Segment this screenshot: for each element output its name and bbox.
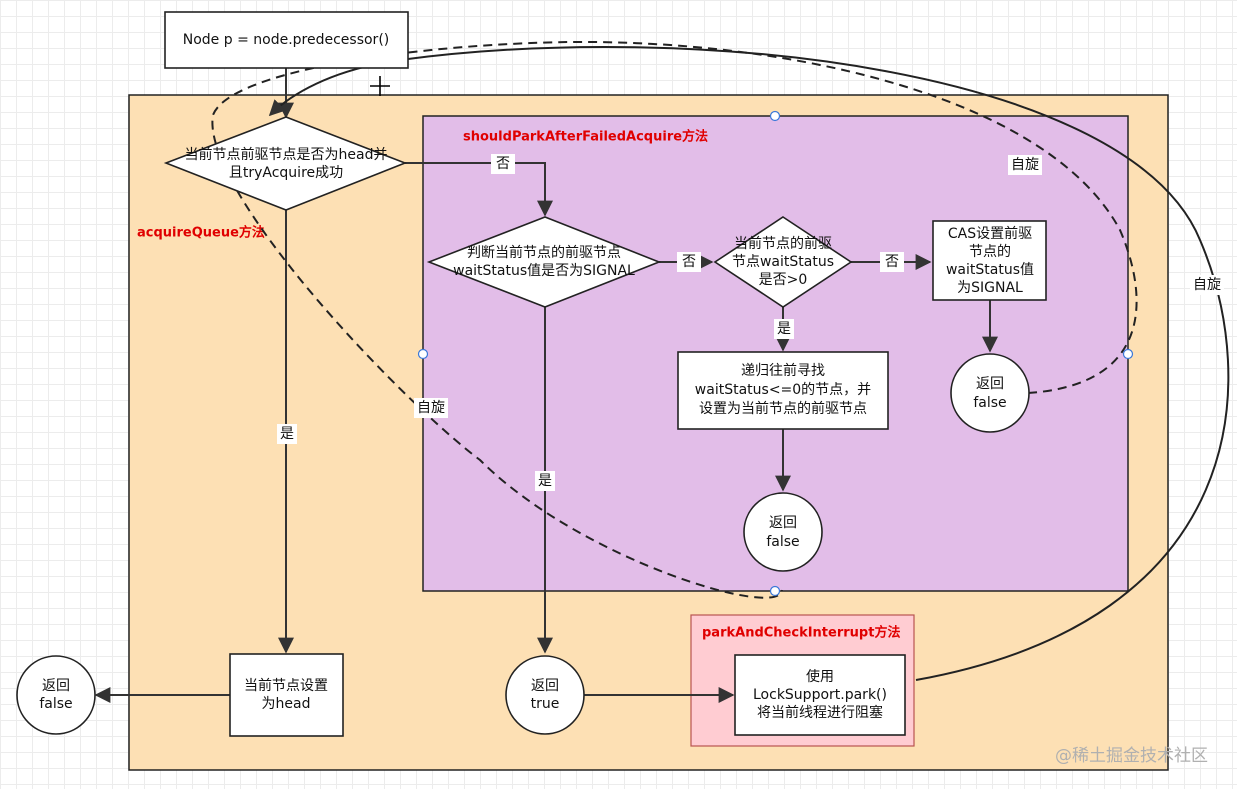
move-cursor-icon: [370, 76, 390, 96]
svg-text:false: false: [766, 534, 799, 550]
svg-text:且tryAcquire成功: 且tryAcquire成功: [229, 165, 343, 181]
svg-text:返回: 返回: [531, 678, 559, 694]
svg-text:判断当前节点的前驱节点: 判断当前节点的前驱节点: [467, 244, 621, 261]
svg-text:为SIGNAL: 为SIGNAL: [957, 280, 1023, 296]
edge-label-yes-signal: 是: [535, 471, 555, 491]
svg-text:返回: 返回: [42, 678, 70, 694]
svg-text:当前节点前驱节点是否为head并: 当前节点前驱节点是否为head并: [185, 146, 388, 163]
resize-handle-top[interactable]: [769, 110, 781, 122]
node-park[interactable]: 使用 LockSupport.park() 将当前线程进行阻塞: [734, 654, 906, 736]
svg-text:返回: 返回: [976, 376, 1004, 392]
edge-label-spin-2: 自旋: [1190, 275, 1224, 295]
svg-text:自旋: 自旋: [1011, 157, 1039, 173]
should-park-title: shouldParkAfterFailedAcquire方法: [463, 129, 708, 145]
svg-text:节点的: 节点的: [969, 244, 1011, 260]
edge-label-yes-head: 是: [277, 424, 297, 444]
svg-text:当前节点的前驱: 当前节点的前驱: [734, 235, 832, 252]
svg-text:是: 是: [777, 321, 791, 337]
svg-text:true: true: [531, 696, 560, 712]
svg-text:否: 否: [885, 254, 899, 270]
svg-text:waitStatus值: waitStatus值: [946, 262, 1034, 278]
edge-label-spin-1: 自旋: [1008, 155, 1042, 175]
node-cas-set[interactable]: CAS设置前驱 节点的 waitStatus值 为SIGNAL: [932, 220, 1047, 301]
svg-text:将当前线程进行阻塞: 将当前线程进行阻塞: [757, 704, 883, 721]
resize-handle-right[interactable]: [1122, 348, 1134, 360]
edge-label-no-2: 否: [677, 252, 701, 272]
edge-label-no-1: 否: [491, 154, 515, 174]
edge-head-no: [405, 162, 553, 217]
decision-gt0[interactable]: 当前节点的前驱 节点waitStatus 是否>0: [713, 216, 853, 308]
svg-text:递归往前寻找: 递归往前寻找: [741, 362, 825, 379]
edge-label-spin-3: 自旋: [414, 398, 448, 418]
svg-text:为head: 为head: [262, 696, 311, 712]
svg-text:waitStatus值是否为SIGNAL: waitStatus值是否为SIGNAL: [453, 263, 635, 279]
svg-text:自旋: 自旋: [417, 400, 445, 416]
node-return-false-recursive[interactable]: 返回 false: [743, 492, 823, 572]
svg-text:false: false: [973, 395, 1006, 411]
node-return-false-outer[interactable]: 返回 false: [16, 655, 96, 735]
svg-text:节点waitStatus: 节点waitStatus: [732, 254, 834, 270]
edge-label-yes-gt0: 是: [774, 319, 794, 339]
node-set-head[interactable]: 当前节点设置 为head: [229, 653, 344, 737]
resize-handle-bottom[interactable]: [769, 585, 781, 597]
svg-text:当前节点设置: 当前节点设置: [244, 677, 328, 694]
svg-text:是: 是: [280, 426, 294, 442]
svg-text:waitStatus<=0的节点，并: waitStatus<=0的节点，并: [695, 382, 871, 398]
svg-text:否: 否: [496, 156, 510, 172]
svg-text:false: false: [39, 696, 72, 712]
svg-text:CAS设置前驱: CAS设置前驱: [948, 225, 1032, 242]
watermark: @稀土掘金技术社区: [1055, 746, 1208, 766]
node-predecessor[interactable]: Node p = node.predecessor(): [164, 11, 409, 69]
node-predecessor-text: Node p = node.predecessor(): [183, 32, 390, 48]
park-check-title: parkAndCheckInterrupt方法: [702, 625, 900, 641]
svg-text:返回: 返回: [769, 515, 797, 531]
node-return-true[interactable]: 返回 true: [505, 655, 585, 735]
acquire-queue-title: acquireQueue方法: [137, 225, 265, 241]
node-return-false-cas[interactable]: 返回 false: [950, 353, 1030, 433]
svg-text:设置为当前节点的前驱节点: 设置为当前节点的前驱节点: [699, 400, 867, 417]
svg-text:否: 否: [682, 254, 696, 270]
edge-label-no-3: 否: [880, 252, 904, 272]
node-recursive-find[interactable]: 递归往前寻找 waitStatus<=0的节点，并 设置为当前节点的前驱节点: [677, 351, 889, 430]
svg-text:是否>0: 是否>0: [759, 272, 808, 288]
svg-text:使用: 使用: [806, 668, 834, 685]
svg-text:LockSupport.park(): LockSupport.park(): [753, 687, 887, 703]
resize-handle-left[interactable]: [417, 348, 429, 360]
decision-head[interactable]: 当前节点前驱节点是否为head并 且tryAcquire成功: [163, 116, 408, 211]
svg-text:自旋: 自旋: [1193, 277, 1221, 293]
decision-signal[interactable]: 判断当前节点的前驱节点 waitStatus值是否为SIGNAL: [426, 216, 662, 308]
svg-text:是: 是: [538, 473, 552, 489]
